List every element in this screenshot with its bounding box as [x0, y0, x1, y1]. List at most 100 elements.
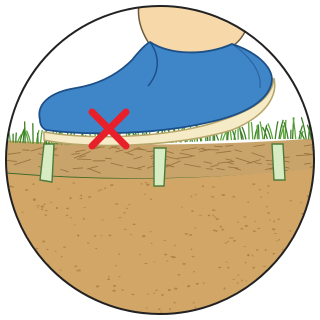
soil-speck — [252, 267, 255, 269]
soil-speck — [155, 289, 157, 291]
soil-speck — [274, 291, 276, 292]
soil-speck — [222, 194, 226, 196]
soil-speck — [142, 235, 145, 237]
soil-speck — [312, 205, 315, 207]
soil-speck — [150, 198, 152, 200]
soil-speck — [139, 254, 141, 256]
soil-speck — [315, 277, 318, 278]
soil-speck — [316, 239, 320, 241]
soil-speck — [174, 302, 176, 304]
soil-speck — [193, 271, 195, 272]
soil-speck — [289, 230, 291, 231]
soil-speck — [232, 237, 234, 238]
soil-speck — [79, 198, 82, 200]
grass-blade — [258, 124, 259, 139]
soil-speck — [247, 201, 249, 203]
soil-speck — [211, 196, 215, 198]
soil-speck — [221, 229, 224, 231]
soil-layer — [0, 166, 320, 320]
soil-speck — [104, 187, 106, 189]
soil-speck — [267, 212, 270, 214]
soil-speck — [172, 256, 175, 258]
soil-speck — [138, 314, 142, 315]
soil-speck — [220, 226, 222, 228]
soil-speck — [57, 297, 60, 298]
soil-speck — [149, 231, 151, 232]
soil-speck — [240, 228, 243, 229]
soil-speck — [273, 220, 275, 222]
soil-speck — [212, 215, 214, 217]
soil-speck — [83, 218, 85, 220]
soil-speck — [32, 183, 34, 185]
grass-blade — [1, 126, 5, 142]
soil-speck — [245, 280, 247, 281]
soil-speck — [214, 216, 217, 217]
soil-speck — [212, 210, 216, 211]
soil-speck — [16, 248, 19, 250]
soil-speck — [96, 285, 99, 287]
soil-speck — [37, 280, 40, 282]
soil-speck — [199, 215, 202, 216]
soil-speck — [108, 276, 110, 278]
soil-speck — [174, 244, 176, 246]
soil-speck — [33, 198, 36, 200]
soil-speck — [164, 254, 167, 256]
soil-speck — [8, 218, 10, 220]
soil-speck — [316, 294, 318, 296]
soil-speck — [241, 280, 243, 282]
soil-speck — [88, 196, 91, 198]
soil-speck — [194, 227, 196, 228]
soil-speck — [74, 224, 76, 225]
soil-speck — [66, 215, 68, 216]
soil-speck — [277, 218, 279, 220]
soil-speck — [101, 235, 103, 236]
soil-speck — [232, 279, 235, 280]
soil-speck — [32, 313, 35, 314]
soil-speck — [63, 246, 66, 247]
soil-speck — [41, 208, 43, 210]
soil-speck — [267, 192, 269, 193]
soil-speck — [72, 182, 75, 183]
soil-speck — [266, 206, 268, 208]
grass-blade — [313, 123, 315, 139]
soil-speck — [115, 203, 119, 205]
soil-speck — [237, 275, 239, 276]
soil-speck — [245, 262, 247, 263]
soil-speck — [12, 305, 16, 306]
soil-speck — [10, 255, 13, 256]
soil-speck — [216, 218, 219, 220]
soil-speck — [123, 212, 126, 213]
soil-speck — [178, 274, 181, 276]
soil-speck — [247, 255, 249, 257]
soil-speck — [101, 306, 103, 307]
soil-speck — [272, 228, 275, 230]
soil-speck — [240, 315, 243, 317]
soil-speck — [195, 307, 197, 309]
soil-speck — [314, 283, 317, 285]
soil-speck — [302, 226, 305, 228]
soil-speck — [269, 219, 271, 220]
soil-speck — [300, 202, 302, 203]
soil-speck — [298, 285, 300, 287]
soil-speck — [23, 273, 27, 274]
soil-speck — [252, 255, 254, 257]
soil-speck — [128, 204, 130, 205]
soil-speck — [182, 263, 185, 265]
soil-speck — [163, 240, 166, 241]
soil-speck — [110, 308, 112, 309]
soil-speck — [130, 234, 132, 235]
soil-speck — [146, 307, 148, 309]
grass-blade — [16, 133, 17, 143]
soil-speck — [245, 225, 248, 227]
soil-speck — [227, 267, 229, 269]
soil-speck — [234, 314, 237, 315]
soil-speck — [181, 207, 183, 208]
soil-speck — [154, 261, 156, 262]
soil-speck — [289, 200, 292, 201]
soil-speck — [292, 269, 296, 270]
soil-speck — [110, 184, 114, 186]
soil-speck — [294, 251, 296, 253]
soil-speck — [46, 284, 48, 285]
